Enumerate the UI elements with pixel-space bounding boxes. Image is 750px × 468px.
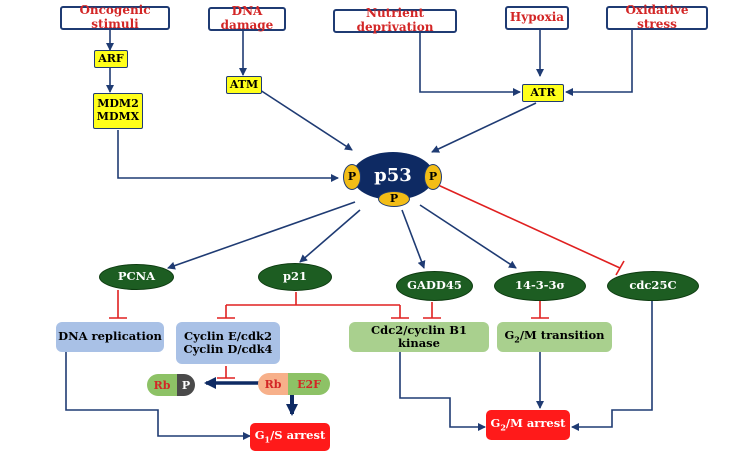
inhibit-p53-cdc25c — [437, 184, 621, 269]
inhibit-pcna-dnareplication — [109, 290, 127, 319]
nutrient-deprivation-box: Nutrient deprivation — [333, 6, 457, 34]
rb-e2f-rb-label: Rb — [258, 373, 288, 395]
cyclin-box: Cyclin E/cdk2 Cyclin D/cdk4 — [176, 322, 280, 364]
edge-p53-gadd45 — [401, 209, 426, 269]
inhibit-p53-cdc25c-bar — [615, 260, 625, 276]
edge-dnareplication-g1s — [65, 352, 251, 440]
mdmx-label: MDMX — [96, 110, 140, 123]
edge-mdm2-p53 — [117, 130, 339, 182]
inhibit-cyclin-rb — [217, 366, 235, 379]
edge-p53-p21 — [299, 209, 361, 263]
atm-box: ATM — [226, 76, 262, 94]
edge-nutrient-atr — [419, 33, 521, 96]
inhibit-sigma-g2m — [531, 300, 549, 319]
sigma-node: 14-3-3σ — [494, 271, 586, 301]
g2m-transition-box: G2/M transition — [497, 322, 612, 352]
phospho-bottom: P — [378, 191, 410, 207]
phospho-right: P — [424, 164, 442, 190]
g1s-arrest-box: G1/S arrest — [250, 423, 330, 451]
rb-e2f-complex: Rb E2F — [258, 373, 330, 395]
e2f-label: E2F — [288, 373, 330, 395]
oxidative-stress-box: Oxidative stress — [606, 3, 708, 31]
g2m-arrest-label: G2/M arrest — [490, 416, 566, 433]
arf-box: ARF — [94, 50, 128, 68]
cdc25c-node: cdc25C — [607, 271, 699, 301]
oncogenic-stimuli-box: Oncogenic stimuli — [60, 3, 170, 31]
dna-replication-box: DNA replication — [56, 322, 164, 352]
dna-damage-box: DNA damage — [208, 4, 286, 32]
cyclin-d-label: Cyclin D/cdk4 — [183, 342, 273, 356]
atr-box: ATR — [522, 84, 564, 102]
pcna-node: PCNA — [99, 264, 174, 290]
mdm2-label: MDM2 — [97, 97, 139, 111]
cdc2-cyclin-b1-box: Cdc2/cyclin B1 kinase — [349, 322, 489, 352]
edge-cdc25c-g2m — [571, 300, 653, 431]
g2m-arrest-box: G2/M arrest — [486, 410, 570, 440]
g1s-arrest-label: G1/S arrest — [254, 428, 326, 445]
rb-phospho-label: P — [177, 374, 195, 396]
gadd45-node: GADD45 — [396, 271, 473, 301]
edge-atr-p53 — [431, 102, 537, 153]
edge-atm-p53 — [259, 89, 353, 151]
edge-cdc2-g2m — [399, 352, 486, 431]
g2m-transition-label: G2/M transition — [504, 328, 605, 345]
rb-p-complex: Rb P — [147, 374, 195, 396]
inhibit-p21-branch — [226, 292, 400, 306]
edge-p53-sigma — [419, 204, 517, 269]
hypoxia-box: Hypoxia — [505, 6, 569, 30]
edge-p53-pcna — [167, 201, 356, 270]
phospho-left: P — [343, 164, 361, 190]
inhibit-p21-cyclin — [217, 305, 235, 319]
cyclin-e-label: Cyclin E/cdk2 — [184, 328, 272, 343]
p21-node: p21 — [258, 263, 332, 291]
mdm2-mdmx-box: MDM2 MDMX — [93, 93, 143, 129]
inhibit-gadd45-cdc2 — [423, 302, 441, 319]
rb-label: Rb — [147, 374, 177, 396]
inhibit-p21-cdc2 — [391, 305, 409, 319]
edge-oxidative-atr — [565, 30, 633, 96]
